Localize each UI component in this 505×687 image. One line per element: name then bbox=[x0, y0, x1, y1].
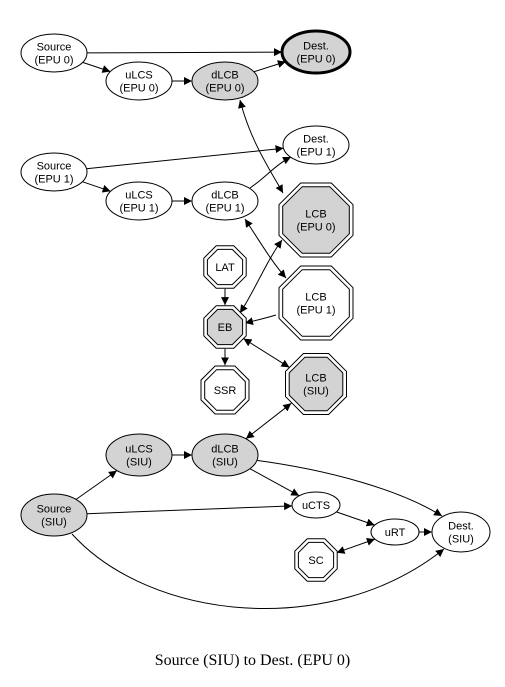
node-label: (EPU 0) bbox=[34, 55, 73, 67]
node-label: LCB bbox=[305, 373, 326, 385]
edge-src-siu-to-ucts bbox=[86, 502, 293, 515]
node-dest-epu1: Dest.(EPU 1) bbox=[282, 125, 350, 165]
node-label: SC bbox=[308, 555, 323, 567]
node-label: Dest. bbox=[303, 41, 329, 53]
node-label: (SIU) bbox=[448, 534, 474, 546]
edge-dlcb-epu0-to-lcb-epu0 bbox=[238, 99, 284, 194]
node-ucts: uCTS bbox=[291, 491, 341, 519]
node-label: (SIU) bbox=[41, 517, 67, 529]
node-src-siu: Source(SIU) bbox=[20, 493, 88, 537]
edge-src-epu1-to-ulcs-epu1 bbox=[82, 181, 111, 193]
node-src-epu0: Source(EPU 0) bbox=[20, 33, 88, 73]
diagram-caption: Source (SIU) to Dest. (EPU 0) bbox=[154, 652, 351, 669]
node-lcb-siu: LCB(SIU) bbox=[285, 353, 347, 415]
node-label: dLCB bbox=[211, 444, 239, 456]
node-label: (EPU 1) bbox=[296, 305, 335, 317]
node-dlcb-epu0: dLCB(EPU 0) bbox=[191, 61, 259, 101]
node-label: Source bbox=[37, 161, 72, 173]
edge-dlcb-siu-to-ucts bbox=[249, 468, 300, 497]
node-ulcs-siu: uLCS(SIU) bbox=[105, 433, 173, 477]
node-ulcs-epu0: uLCS(EPU 0) bbox=[105, 61, 173, 101]
node-ulcs-epu1: uLCS(EPU 1) bbox=[105, 181, 173, 221]
node-lat: LAT bbox=[203, 245, 247, 289]
edge-src-siu-to-ulcs-siu bbox=[75, 470, 118, 500]
node-label: dLCB bbox=[211, 190, 239, 202]
node-label: (EPU 1) bbox=[296, 147, 335, 159]
edges bbox=[71, 48, 445, 610]
node-label: (EPU 1) bbox=[119, 203, 158, 215]
node-label: LAT bbox=[215, 262, 235, 274]
node-label: (EPU 0) bbox=[296, 222, 335, 234]
dataflow-diagram: Source(EPU 0)uLCS(EPU 0)dLCB(EPU 0)Dest.… bbox=[20, 29, 491, 610]
node-dest-epu0: Dest.(EPU 0) bbox=[280, 29, 352, 75]
node-ssr: SSR bbox=[200, 365, 250, 415]
nodes: Source(EPU 0)uLCS(EPU 0)dLCB(EPU 0)Dest.… bbox=[20, 29, 491, 582]
node-lcb-epu1: LCB(EPU 1) bbox=[278, 265, 354, 341]
edge-sc-to-urt bbox=[336, 538, 376, 554]
node-label: (EPU 0) bbox=[119, 83, 158, 95]
edge-src-epu0-to-ulcs-epu0 bbox=[82, 61, 111, 73]
node-label: SSR bbox=[214, 385, 237, 397]
edge-eb-to-lcb-siu bbox=[243, 338, 290, 368]
edge-dlcb-siu-to-lcb-siu bbox=[245, 402, 292, 440]
node-label: uLCS bbox=[125, 70, 153, 82]
node-label: LCB bbox=[305, 292, 326, 304]
node-label: EB bbox=[218, 322, 233, 334]
node-label: Dest. bbox=[448, 521, 474, 533]
node-urt: uRT bbox=[370, 518, 420, 546]
edge-dlcb-epu1-to-dest-epu1 bbox=[249, 156, 292, 189]
edge-eb-to-lcb-epu0 bbox=[239, 239, 283, 314]
edge-dlcb-siu-to-dest-siu bbox=[253, 459, 443, 517]
node-label: (SIU) bbox=[303, 386, 329, 398]
node-label: (SIU) bbox=[212, 457, 238, 469]
node-label: (EPU 0) bbox=[296, 54, 335, 66]
node-dlcb-siu: dLCB(SIU) bbox=[191, 433, 259, 477]
node-label: Source bbox=[37, 42, 72, 54]
node-label: uLCS bbox=[125, 190, 153, 202]
node-sc: SC bbox=[294, 538, 338, 582]
node-label: (EPU 1) bbox=[205, 203, 244, 215]
node-dlcb-epu1: dLCB(EPU 1) bbox=[191, 181, 259, 221]
node-label: (SIU) bbox=[126, 457, 152, 469]
node-label: LCB bbox=[305, 209, 326, 221]
node-eb: EB bbox=[203, 305, 247, 349]
node-label: Source bbox=[37, 504, 72, 516]
edge-src-epu0-to-dest-epu0 bbox=[86, 48, 283, 57]
edge-ucts-to-urt bbox=[336, 511, 375, 527]
node-label: Dest. bbox=[303, 134, 329, 146]
node-src-epu1: Source(EPU 1) bbox=[20, 152, 88, 192]
node-label: uCTS bbox=[302, 500, 330, 512]
edge-dlcb-epu0-to-dest-epu0 bbox=[253, 60, 286, 73]
edge-src-epu1-to-dest-epu1 bbox=[86, 145, 284, 170]
node-label: uRT bbox=[385, 527, 406, 539]
node-dest-siu: Dest.(SIU) bbox=[431, 511, 491, 553]
node-label: (EPU 0) bbox=[205, 83, 244, 95]
edge-src-siu-to-dest-siu bbox=[71, 533, 445, 610]
node-label: (EPU 1) bbox=[34, 174, 73, 186]
node-label: uLCS bbox=[125, 444, 153, 456]
node-lcb-epu0: LCB(EPU 0) bbox=[278, 182, 354, 258]
edge-eb-to-lcb-epu1 bbox=[244, 314, 277, 326]
node-label: dLCB bbox=[211, 70, 239, 82]
